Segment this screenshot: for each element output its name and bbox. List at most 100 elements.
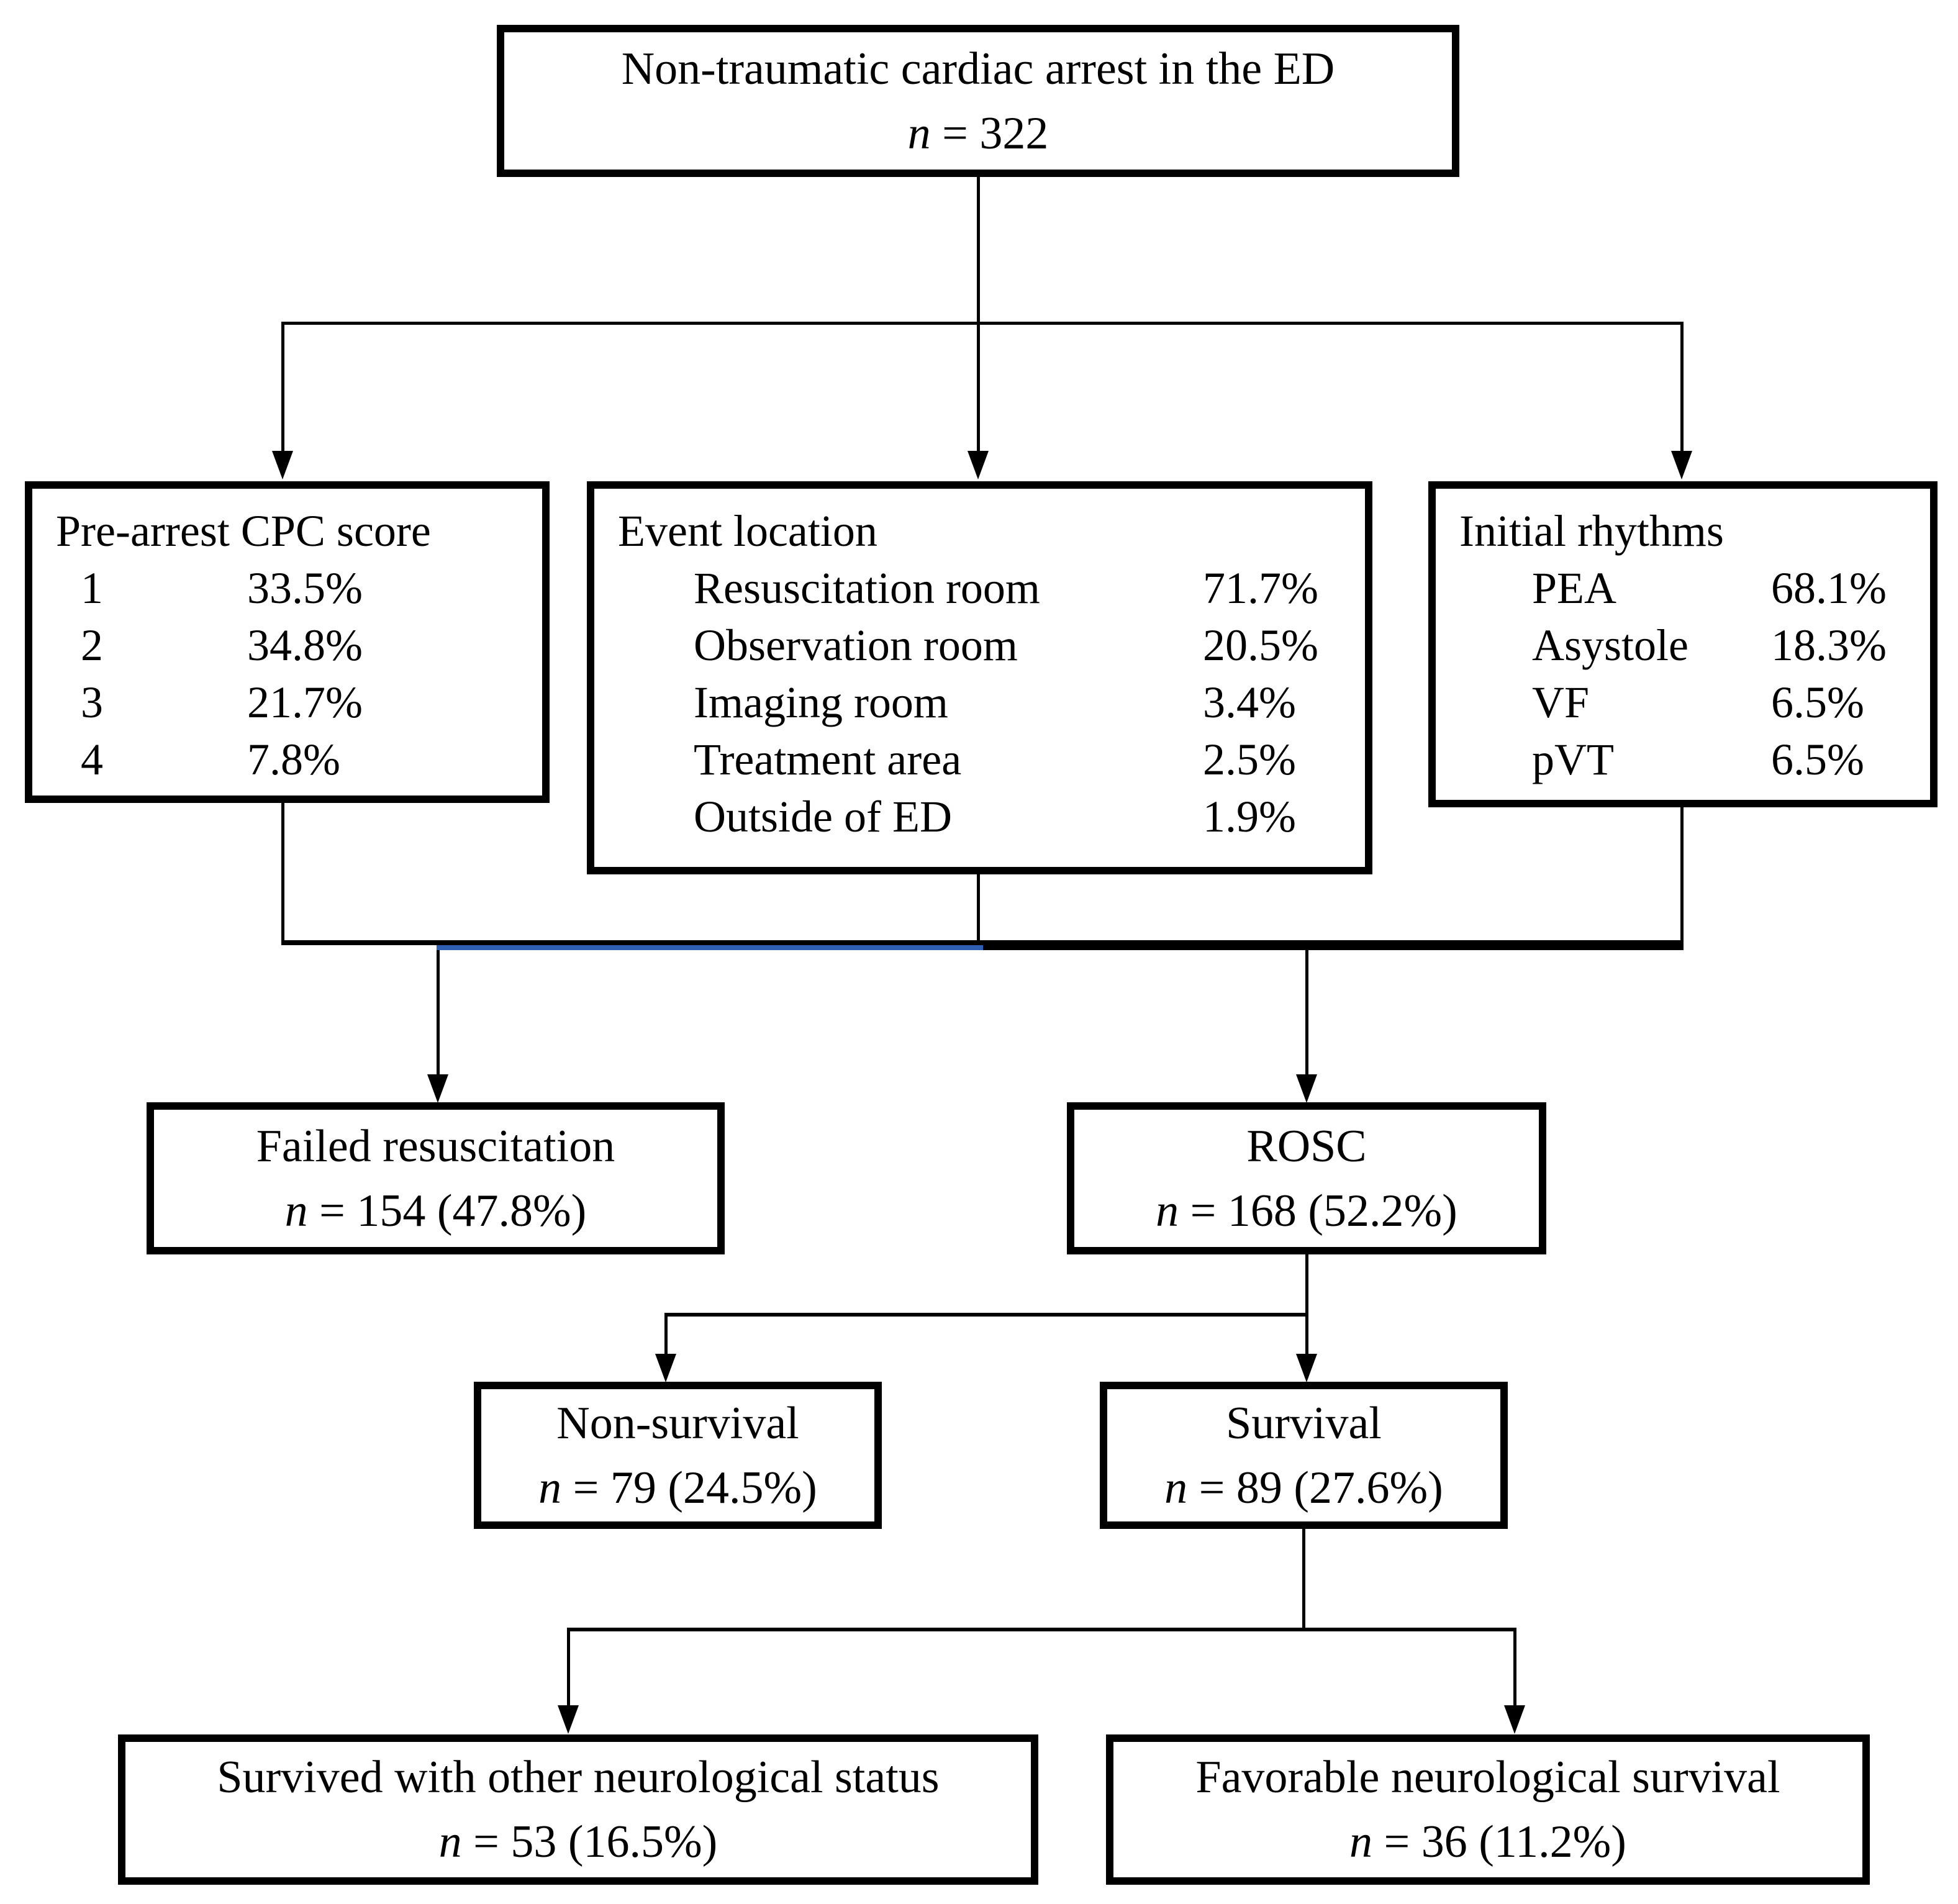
count-italic-n: n [1349,1816,1373,1867]
count-italic-n: n [1164,1462,1188,1513]
arrow-to-failed [427,1074,448,1103]
count-italic-n: n [438,1816,462,1867]
rhythms-row: Asystole 18.3% [1436,617,1930,674]
cpc-row: 1 33.5% [32,560,542,617]
node-rosc: ROSC n = 168 (52.2%) [1067,1102,1546,1254]
rhythms-row: VF 6.5% [1436,674,1930,731]
rhythms-row-label: Asystole [1532,620,1688,670]
connector-to-other-neuro [567,1628,570,1707]
other-neurological-title: Survived with other neurological status [217,1752,940,1803]
rhythms-row-value: 18.3% [1771,620,1887,670]
arrow-to-survival [1296,1354,1317,1382]
connector-to-nonsurvival [664,1313,668,1355]
location-row-label: Observation room [694,620,1018,670]
count-italic-n: n [907,107,931,159]
rhythms-row-label: VF [1532,678,1590,727]
node-failed-resuscitation: Failed resuscitation n = 154 (47.8%) [147,1102,725,1254]
cpc-row-value: 21.7% [247,678,363,727]
rhythms-row-value: 68.1% [1771,563,1887,613]
rhythms-row: PEA 68.1% [1436,560,1930,617]
node-root-count: n = 322 [908,101,1049,166]
connector-to-rhythms [1680,322,1684,453]
location-row-value: 20.5% [1203,620,1318,670]
connector-survival-branch [567,1628,1516,1631]
survival-title: Survival [1226,1397,1382,1449]
connector-to-location [977,322,980,453]
connector-root-stem [977,177,980,323]
cpc-row: 4 7.8% [32,731,542,788]
connector-cpc-down [281,801,284,943]
location-row: Imaging room 3.4% [594,674,1365,731]
cpc-row-value: 34.8% [247,620,363,670]
count-text: = 154 (47.8%) [307,1185,587,1236]
node-initial-rhythms: Initial rhythms PEA 68.1% Asystole 18.3% V… [1428,481,1938,807]
connector-to-survival [1305,1313,1308,1355]
cpc-row-label: 3 [81,678,103,727]
rhythms-row-value: 6.5% [1771,678,1864,727]
location-row-label: Outside of ED [694,792,952,841]
location-row-label: Imaging room [694,678,948,727]
count-text: = 36 (11.2%) [1372,1816,1626,1867]
arrow-to-nonsurvival [655,1354,676,1382]
count-italic-n: n [284,1185,308,1236]
count-italic-n: n [1156,1185,1179,1236]
connector-rhythms-down [1680,805,1684,943]
count-text: = 89 (27.6%) [1187,1462,1443,1513]
count-text: = 79 (24.5%) [561,1462,817,1513]
rhythms-row-label: pVT [1532,735,1614,784]
connector-to-rosc [1305,950,1308,1076]
arrow-to-rhythms [1671,451,1692,479]
rhythms-row: pVT 6.5% [1436,731,1930,788]
arrow-to-favorable [1504,1705,1525,1734]
other-neurological-count: n = 53 (16.5%) [439,1810,718,1874]
connector-merge-line [281,940,1684,945]
count-text: = 53 (16.5%) [461,1816,718,1867]
favorable-neurological-count: n = 36 (11.2%) [1349,1810,1626,1874]
location-row-value: 3.4% [1203,678,1296,727]
count-italic-n: n [538,1462,562,1513]
non-survival-title: Non-survival [556,1397,799,1449]
connector-survival-down [1302,1529,1305,1631]
location-row-value: 71.7% [1203,563,1318,613]
rhythms-title: Initial rhythms [1459,506,1724,556]
node-survival: Survival n = 89 (27.6%) [1100,1382,1508,1529]
location-title: Event location [618,506,877,556]
count-text: = 322 [930,107,1049,159]
location-row-label: Treatment area [694,735,962,784]
connector-top-branch [281,322,1684,325]
cpc-row-label: 4 [81,735,103,784]
arrow-to-location [968,451,989,479]
location-row-label: Resuscitation room [694,563,1040,613]
node-event-location: Event location Resuscitation room 71.7% O… [587,481,1372,874]
connector-rosc-branch [664,1313,1308,1317]
node-favorable-neurological: Favorable neurological survival n = 36 (… [1106,1734,1870,1885]
location-row: Resuscitation room 71.7% [594,560,1365,617]
connector-merge-line-thick [983,945,1684,950]
non-survival-count: n = 79 (24.5%) [538,1456,817,1520]
cpc-row-value: 7.8% [247,735,340,784]
arrow-to-cpc [272,451,293,479]
cpc-row-label: 1 [81,563,103,613]
rosc-count: n = 168 (52.2%) [1156,1179,1457,1243]
rhythms-row-label: PEA [1532,563,1617,613]
cpc-row-label: 2 [81,620,103,670]
connector-to-failed [437,950,440,1076]
rhythms-row-value: 6.5% [1771,735,1864,784]
node-root-title: Non-traumatic cardiac arrest in the ED [621,43,1335,94]
connector-location-down [977,873,980,943]
node-non-survival: Non-survival n = 79 (24.5%) [474,1382,882,1529]
node-cpc-score: Pre-arrest CPC score 1 33.5% 2 34.8% 3 21.7… [25,481,550,803]
favorable-neurological-title: Favorable neurological survival [1195,1752,1780,1803]
cpc-title: Pre-arrest CPC score [56,506,431,556]
location-row-value: 1.9% [1203,792,1296,841]
location-row: Observation room 20.5% [594,617,1365,674]
arrow-to-other-neuro [558,1705,579,1734]
cpc-row: 2 34.8% [32,617,542,674]
count-text: = 168 (52.2%) [1179,1185,1457,1236]
node-root: Non-traumatic cardiac arrest in the ED n… [497,25,1459,177]
connector-rosc-down [1305,1254,1308,1317]
cpc-row: 3 21.7% [32,674,542,731]
cpc-row-value: 33.5% [247,563,363,613]
